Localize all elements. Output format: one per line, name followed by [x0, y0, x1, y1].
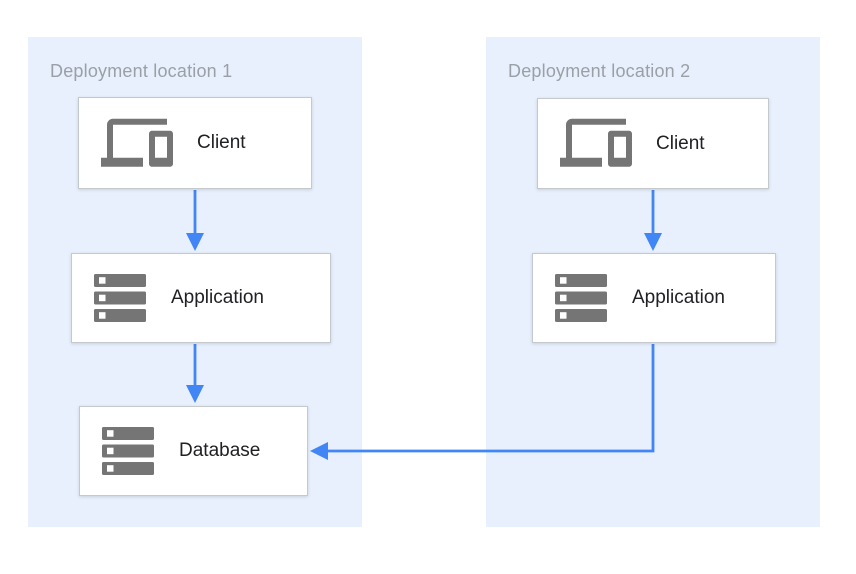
node-label: Client [197, 132, 246, 153]
node-label: Database [179, 440, 261, 461]
devices-icon [560, 118, 632, 167]
node-location2-application: Application [532, 253, 776, 343]
servers-icon [555, 274, 607, 322]
panel-title: Deployment location 2 [508, 61, 691, 81]
node-label: Application [171, 287, 264, 308]
servers-icon [102, 427, 154, 475]
node-location1-client: Client [78, 97, 312, 189]
node-location2-client: Client [537, 98, 769, 189]
node-location1-application: Application [71, 253, 331, 343]
devices-icon [101, 118, 173, 167]
panel-title: Deployment location 1 [50, 61, 233, 81]
node-location1-database: Database [79, 406, 308, 496]
servers-icon [94, 274, 146, 322]
node-label: Application [632, 287, 725, 308]
node-label: Client [656, 132, 705, 154]
